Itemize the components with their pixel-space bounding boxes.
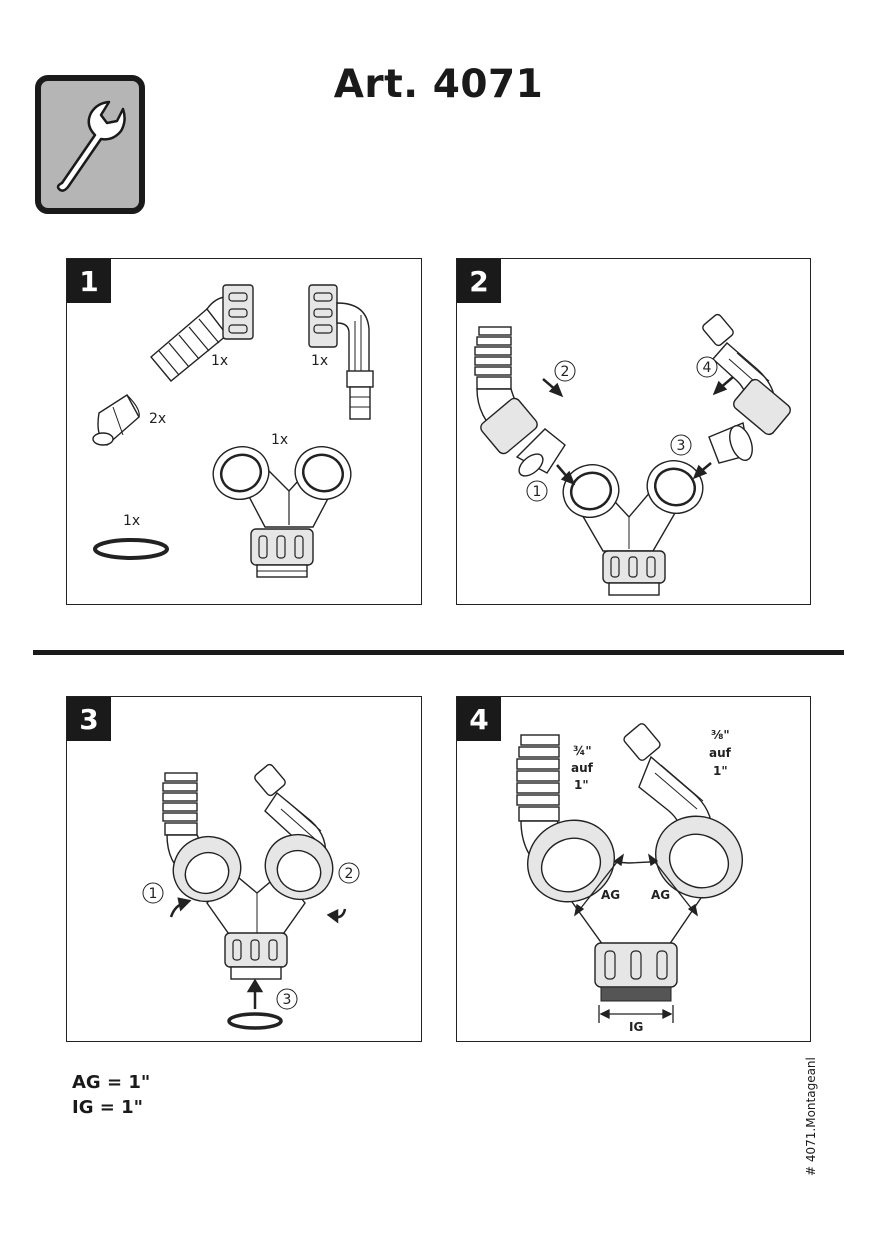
dim-label-ag-left: AG <box>601 888 620 902</box>
panel-step-1: 1 1x <box>66 258 422 605</box>
o-ring-part <box>227 1012 283 1030</box>
panel-step-2: 2 <box>456 258 811 605</box>
dim-label-ig: IG <box>629 1020 643 1034</box>
callout-3: 3 <box>276 988 298 1010</box>
panel-step-3: 3 <box>66 696 422 1042</box>
legend-ig: IG = 1" <box>72 1097 143 1118</box>
o-ring-part <box>93 538 169 560</box>
panel-step-4: 4 <box>456 696 811 1042</box>
svg-text:1: 1 <box>149 886 158 902</box>
page-title: Art. 4071 <box>333 62 544 107</box>
y-connector-part <box>526 815 744 1002</box>
qty-label-o-ring: 1x <box>123 513 140 529</box>
y-connector-part <box>562 460 704 596</box>
corrugated-hose-part <box>150 284 254 382</box>
step-number: 2 <box>457 259 501 303</box>
svg-text:4: 4 <box>703 360 712 376</box>
y-connector-part <box>212 446 352 578</box>
svg-text:3: 3 <box>677 438 686 454</box>
svg-text:auf: auf <box>709 746 732 760</box>
callout-1: 1 <box>142 882 164 904</box>
dim-label-ag-right: AG <box>651 888 670 902</box>
callout-2: 2 <box>338 862 360 884</box>
qty-label-hose: 1x <box>211 353 228 369</box>
svg-text:⅜": ⅜" <box>711 728 730 742</box>
cone-seal-part <box>92 394 140 446</box>
qty-label-connector: 1x <box>271 432 288 448</box>
insert-seals-illustration: 1 2 3 4 <box>474 313 791 596</box>
callout-4: 4 <box>696 356 718 378</box>
angled-nozzle-part <box>702 313 791 436</box>
svg-text:3: 3 <box>283 992 292 1008</box>
wrench-icon <box>35 75 145 214</box>
wrench-tool-badge <box>35 75 145 214</box>
direction-arrows <box>169 897 347 1009</box>
y-connector-part <box>172 833 334 980</box>
size-label-right: ⅜" auf 1" <box>709 728 732 778</box>
parts-overview-illustration: 1x 1x 2x <box>92 284 374 578</box>
section-divider <box>33 650 844 655</box>
direction-arrows <box>542 376 734 486</box>
angled-nozzle-part <box>308 284 374 420</box>
qty-label-nozzle: 1x <box>311 353 328 369</box>
svg-text:1": 1" <box>574 778 589 792</box>
dimension-lines <box>574 853 698 1023</box>
step-number: 1 <box>67 259 111 303</box>
svg-text:1": 1" <box>713 764 728 778</box>
qty-label-seal: 2x <box>149 411 166 427</box>
svg-text:2: 2 <box>561 364 570 380</box>
callout-2: 2 <box>554 360 576 382</box>
svg-text:auf: auf <box>571 761 594 775</box>
callout-3: 3 <box>670 434 692 456</box>
size-label-left: ¾" auf 1" <box>571 744 594 792</box>
step-number: 4 <box>457 697 501 741</box>
svg-text:1: 1 <box>533 484 542 500</box>
cone-seal-left <box>515 428 566 477</box>
svg-text:2: 2 <box>345 866 354 882</box>
document-id: # 4071.Montageanl <box>804 1057 818 1176</box>
dimensions-illustration: AG AG IG ¾" auf 1" ⅜" auf 1" <box>516 723 744 1034</box>
tighten-nuts-illustration: 1 2 3 <box>142 763 360 1030</box>
step-number: 3 <box>67 697 111 741</box>
hose-barb-part <box>474 326 538 455</box>
cone-seal-right <box>708 422 753 464</box>
callout-1: 1 <box>526 480 548 502</box>
legend-ag: AG = 1" <box>72 1072 151 1093</box>
svg-text:¾": ¾" <box>573 744 592 758</box>
